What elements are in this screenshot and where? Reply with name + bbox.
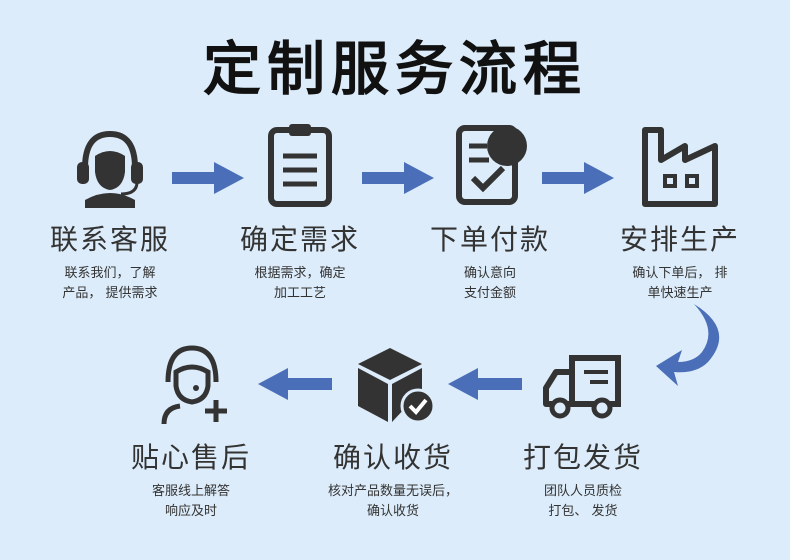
- step-desc-line1: 核对产品数量无误后，: [327, 484, 458, 499]
- step-name: 联系客服: [49, 223, 170, 256]
- arrow-right-icon: [172, 162, 244, 194]
- step-name: 安排生产: [619, 223, 740, 256]
- step-desc-line2: 产品， 提供需求: [62, 286, 158, 301]
- arrow-right-icon: [362, 162, 434, 194]
- step-confirm-receipt: 确认收货 核对产品数量无误后， 确认收货: [308, 338, 478, 522]
- step-desc-line1: 团队人员质检: [543, 484, 622, 499]
- step-desc-line2: 支付金额: [463, 286, 516, 301]
- step-desc-line1: 确认下单后， 排: [632, 266, 728, 281]
- curved-arrow-icon: [656, 304, 720, 386]
- step-name: 打包发货: [522, 441, 643, 474]
- step-desc-line1: 联系我们，了解: [64, 266, 156, 281]
- clipboard-icon: [268, 124, 332, 207]
- page-title: 定制服务流程: [202, 35, 587, 103]
- step-desc-line2: 打包、 发货: [548, 504, 618, 519]
- step-name: 确认收货: [332, 441, 453, 474]
- step-desc-line2: 加工工艺: [273, 286, 326, 301]
- step-name: 确定需求: [239, 223, 360, 256]
- step-pack-ship: 打包发货 团队人员质检 打包、 发货: [498, 338, 668, 522]
- step-desc-line1: 客服线上解答: [151, 484, 230, 499]
- factory-icon: [642, 127, 718, 207]
- truck-icon: [543, 355, 621, 419]
- step-contact-service: 联系客服 联系我们，了解 产品， 提供需求: [25, 120, 195, 304]
- step-desc-line2: 确认收货: [366, 504, 419, 519]
- step-desc-line2: 响应及时: [164, 504, 217, 519]
- step-after-sales: 贴心售后 客服线上解答 响应及时: [106, 338, 276, 522]
- arrow-left-icon: [258, 368, 332, 400]
- step-confirm-requirements: 确定需求 根据需求，确定 加工工艺: [215, 120, 385, 304]
- step-name: 下单付款: [429, 223, 550, 256]
- arrow-left-icon: [448, 368, 522, 400]
- checklist-icon: [456, 125, 527, 205]
- step-order-payment: 下单付款 确认意向 支付金额: [405, 120, 575, 304]
- arrow-right-icon: [542, 162, 614, 194]
- headset-icon: [77, 130, 143, 208]
- step-desc-line2: 单快速生产: [647, 286, 713, 301]
- support-agent-icon: [161, 345, 227, 425]
- step-arrange-production: 安排生产 确认下单后， 排 单快速生产: [595, 120, 765, 304]
- package-check-icon: [358, 348, 436, 424]
- step-desc-line1: 根据需求，确定: [254, 266, 346, 281]
- step-desc-line1: 确认意向: [463, 266, 516, 281]
- step-name: 贴心售后: [130, 441, 251, 474]
